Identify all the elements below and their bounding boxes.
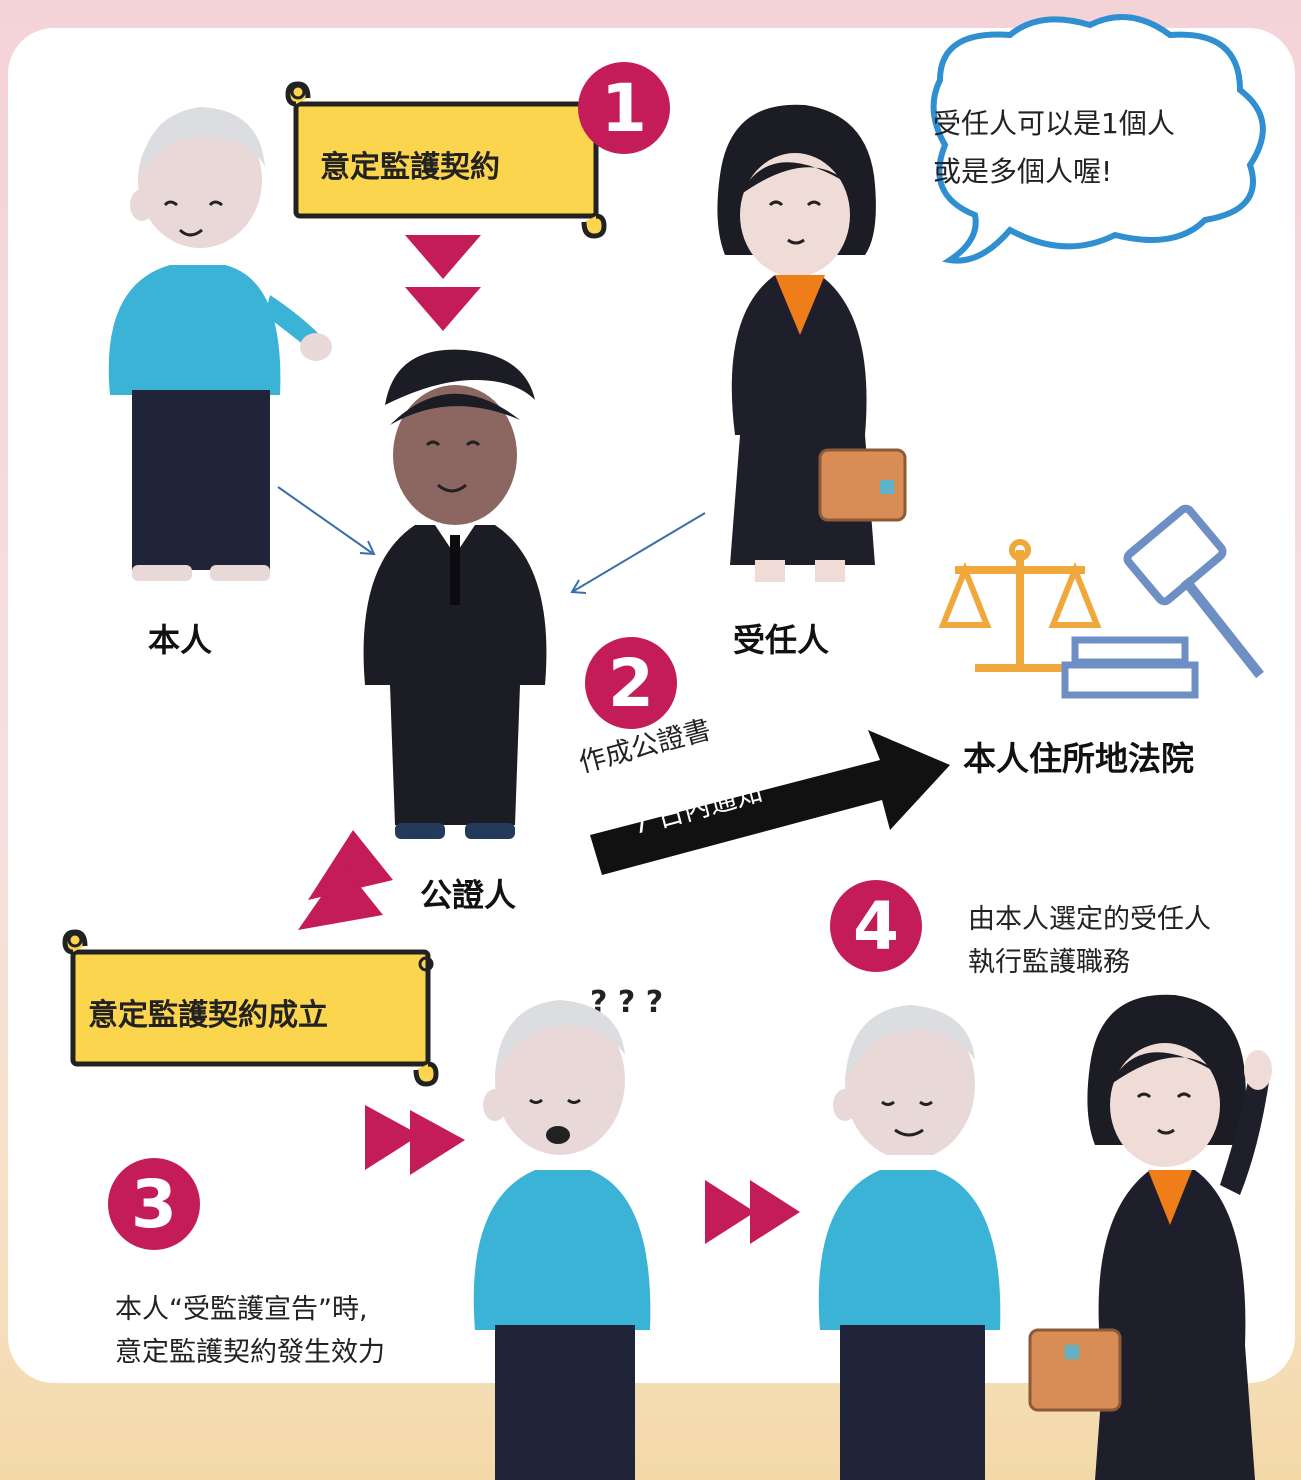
agent-figure bbox=[717, 104, 907, 582]
step-3-line-1: 本人“受監護宣告”時, bbox=[115, 1294, 368, 1325]
big-black-arrow bbox=[590, 730, 950, 875]
scroll-banner-established bbox=[62, 929, 439, 1087]
label-agent: 受任人 bbox=[733, 621, 830, 659]
right-triangle-icons-4 bbox=[705, 1180, 800, 1244]
bubble-line-1: 受任人可以是1個人 bbox=[933, 107, 1175, 140]
speech-bubble bbox=[930, 14, 1266, 264]
step-4-badge: 4 bbox=[830, 880, 922, 972]
elder-principal-figure bbox=[108, 107, 332, 581]
step-3-line-2: 意定監護契約發生效力 bbox=[115, 1337, 385, 1368]
left-down-triangle-icons bbox=[298, 830, 393, 930]
label-principal: 本人 bbox=[148, 621, 213, 659]
confused-elder-figure bbox=[473, 1000, 651, 1480]
label-notary: 公證人 bbox=[420, 876, 517, 914]
label-court: 本人住所地法院 bbox=[963, 739, 1194, 778]
step-4-line-1: 由本人選定的受任人 bbox=[968, 904, 1211, 935]
gavel-icon bbox=[1061, 504, 1264, 699]
scroll-title-contract: 意定監護契約 bbox=[320, 150, 500, 185]
bubble-line-2: 或是多個人喔! bbox=[933, 155, 1113, 188]
step-4-line-2: 執行監護職務 bbox=[968, 947, 1130, 978]
down-triangle-icons bbox=[405, 235, 481, 331]
scale-icon bbox=[938, 539, 1102, 672]
scroll-banner-contract bbox=[285, 81, 607, 239]
scroll-title-established: 意定監護契約成立 bbox=[88, 998, 328, 1033]
step-2-badge: 2 bbox=[585, 637, 677, 729]
agent-waving-figure bbox=[1028, 994, 1272, 1480]
step-1-badge: 1 bbox=[578, 62, 670, 154]
step-3-badge: 3 bbox=[108, 1158, 200, 1250]
notary-figure bbox=[363, 349, 547, 839]
calm-elder-figure bbox=[818, 1005, 1001, 1480]
right-triangle-icons-3 bbox=[365, 1105, 465, 1175]
